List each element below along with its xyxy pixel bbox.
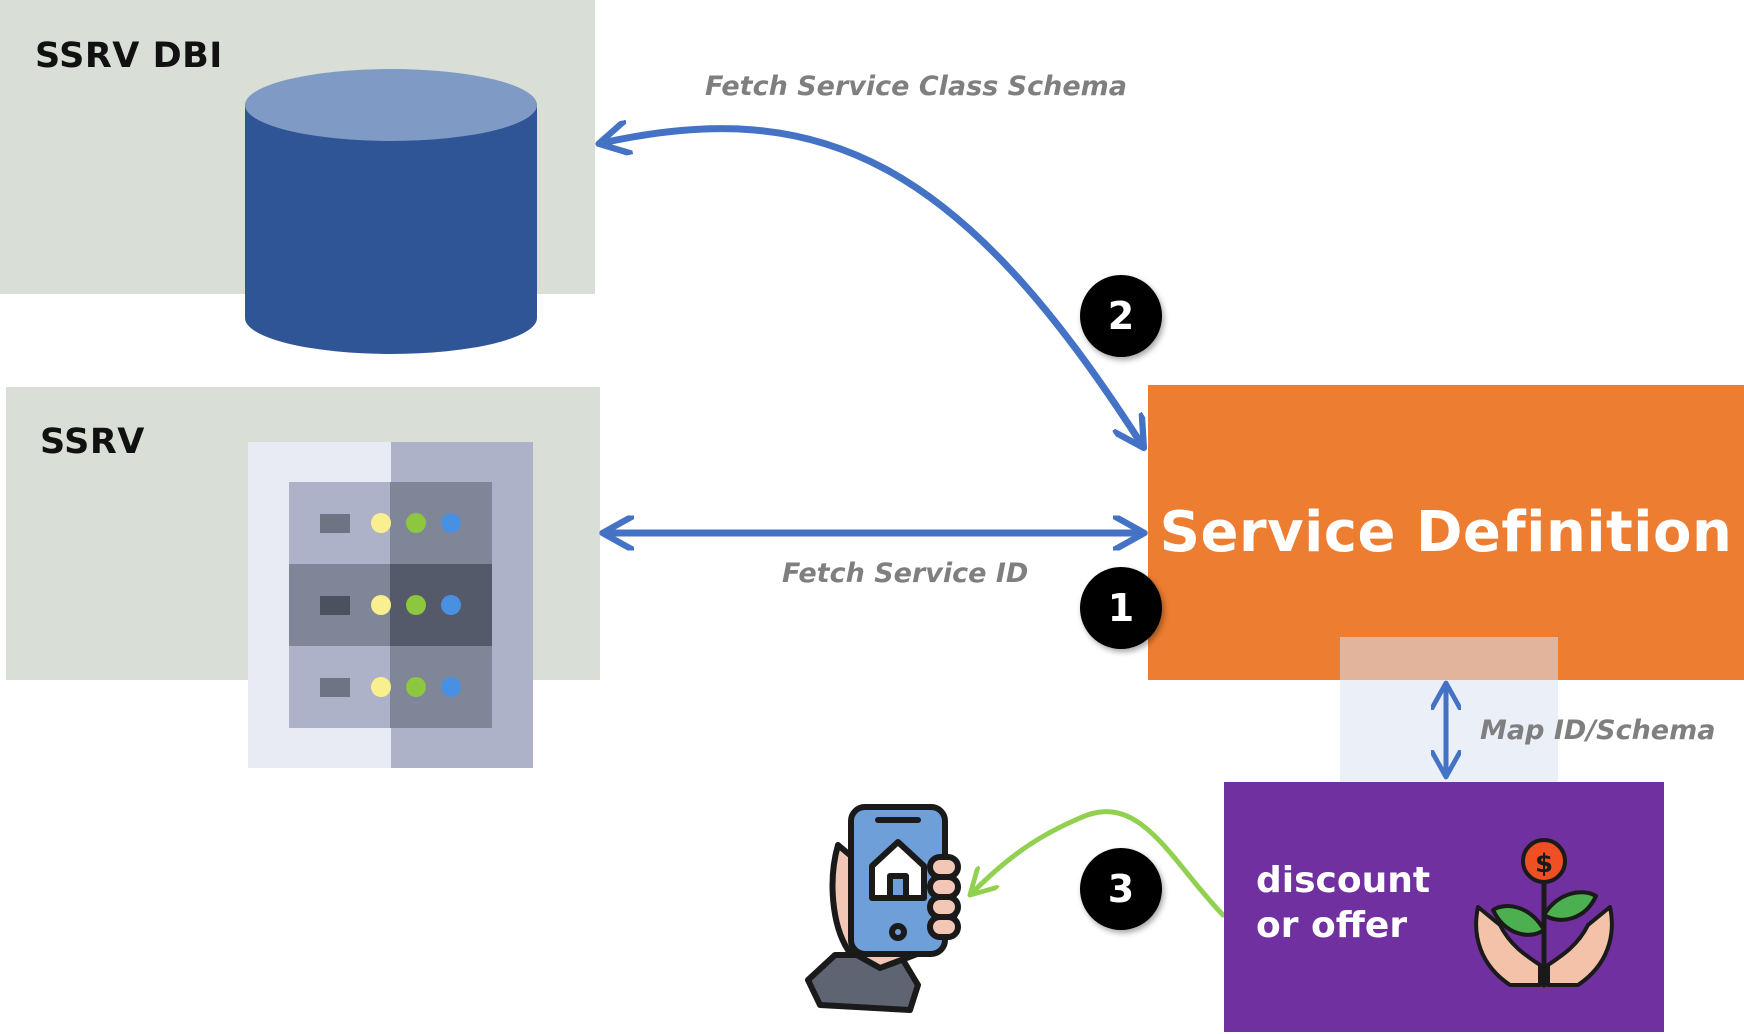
map-connector-overlay [1340, 637, 1558, 782]
step-badge-3: 3 [1080, 848, 1162, 930]
phone-in-hand-icon [805, 804, 961, 1013]
ssrv-dbi-title: SSRV DBI [35, 36, 223, 76]
service-definition-box: Service Definition [1148, 385, 1744, 680]
step-badge-1: 1 [1080, 567, 1162, 649]
service-definition-label: Service Definition [1159, 500, 1733, 565]
map-label: Map ID/Schema [1480, 715, 1716, 746]
step-badge-2: 2 [1080, 275, 1162, 357]
database-icon [245, 69, 537, 354]
fetch-id-label: Fetch Service ID [782, 558, 1029, 589]
discount-offer-box: discount or offer [1224, 782, 1664, 1032]
fetch-schema-label: Fetch Service Class Schema [705, 71, 1128, 102]
server-rack-icon [248, 442, 533, 768]
ssrv-title: SSRV [40, 422, 145, 462]
deliver-offer-arrow [972, 809, 1226, 918]
fetch-schema-arrow [602, 129, 1142, 445]
offer-line-2: or offer [1256, 905, 1408, 946]
offer-line-1: discount [1256, 860, 1431, 901]
